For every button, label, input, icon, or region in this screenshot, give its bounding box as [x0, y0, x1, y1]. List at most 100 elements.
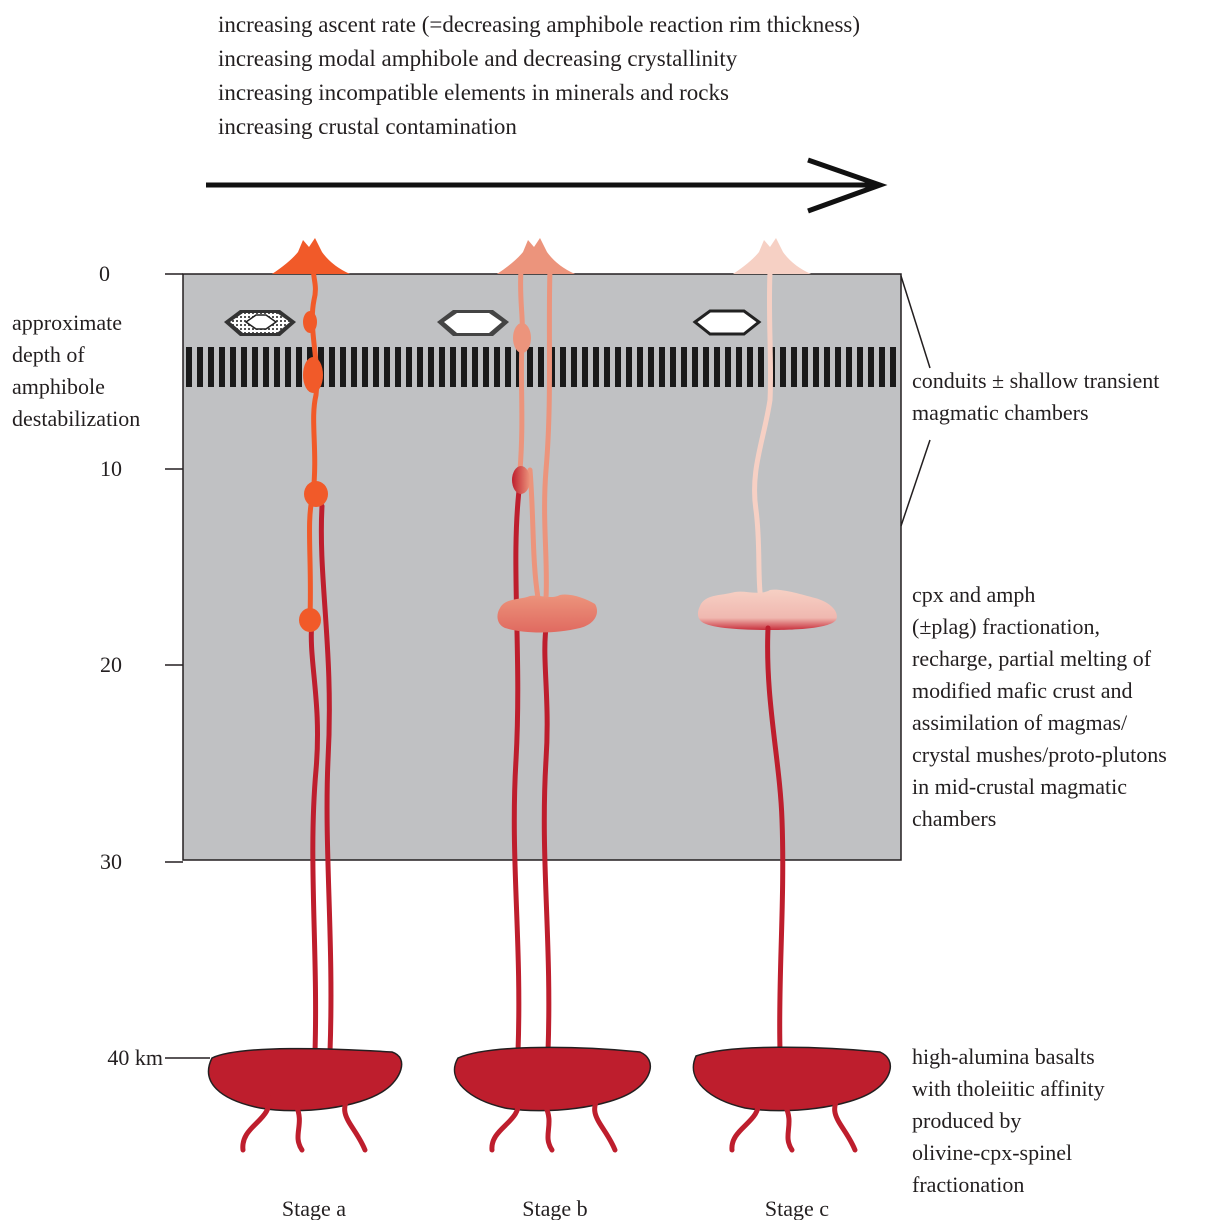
conduits-label-line: conduits ± shallow transient	[912, 368, 1159, 393]
left-label-line: depth of	[12, 342, 85, 367]
depth-tick-label: 20	[100, 652, 122, 677]
band-stripe	[472, 347, 478, 387]
band-stripe	[714, 347, 720, 387]
stage-label: Stage b	[522, 1196, 587, 1220]
band-stripe	[384, 347, 390, 387]
band-stripe	[406, 347, 412, 387]
conduits-label: conduits ± shallow transient magmatic ch…	[912, 368, 1159, 425]
band-stripe	[747, 347, 753, 387]
band-stripe	[736, 347, 742, 387]
band-stripe	[626, 347, 632, 387]
band-stripe	[527, 347, 533, 387]
depth-tick-label: 40 km	[107, 1045, 163, 1070]
band-stripe	[758, 347, 764, 387]
midcrust-label-line: crystal mushes/proto-plutons	[912, 742, 1167, 767]
band-stripe	[857, 347, 863, 387]
volcano-a	[272, 238, 350, 274]
band-stripe	[824, 347, 830, 387]
header-line: increasing incompatible elements in mine…	[218, 80, 729, 105]
band-stripe	[681, 347, 687, 387]
band-stripe	[439, 347, 445, 387]
band-stripe	[362, 347, 368, 387]
band-stripe	[868, 347, 874, 387]
band-stripe	[417, 347, 423, 387]
band-stripe	[835, 347, 841, 387]
band-stripe	[395, 347, 401, 387]
basalts-label-line: fractionation	[912, 1172, 1024, 1197]
stage-label: Stage c	[765, 1196, 829, 1220]
midcrustal-chamber-b	[497, 595, 597, 633]
band-stripe	[186, 347, 192, 387]
band-stripe	[263, 347, 269, 387]
basalts-label: high-alumina basalts with tholeiitic aff…	[912, 1044, 1105, 1197]
band-stripe	[373, 347, 379, 387]
header-text: increasing ascent rate (=decreasing amph…	[218, 12, 860, 139]
band-stripe	[351, 347, 357, 387]
depth-tick-label: 0	[99, 261, 110, 286]
band-stripe	[230, 347, 236, 387]
basalts-label-line: produced by	[912, 1108, 1021, 1133]
band-stripe	[725, 347, 731, 387]
midcrust-label-line: assimilation of magmas/	[912, 710, 1128, 735]
midcrust-label-line: chambers	[912, 806, 996, 831]
band-stripe	[582, 347, 588, 387]
basalts-label-line: olivine-cpx-spinel	[912, 1140, 1072, 1165]
band-stripe	[615, 347, 621, 387]
band-stripe	[604, 347, 610, 387]
band-stripe	[461, 347, 467, 387]
midcrust-label-line: in mid-crustal magmatic	[912, 774, 1127, 799]
basalts-label-line: with tholeiitic affinity	[912, 1076, 1105, 1101]
band-stripe	[703, 347, 709, 387]
band-stripe	[813, 347, 819, 387]
band-stripe	[494, 347, 500, 387]
destabilization-label: approximate depth of amphibole destabili…	[12, 310, 140, 431]
midcrust-label-line: cpx and amph	[912, 582, 1035, 607]
chamber-b-shallow	[513, 323, 531, 353]
band-stripe	[274, 347, 280, 387]
band-stripe	[285, 347, 291, 387]
chamber-b-mid	[512, 466, 530, 494]
band-stripe	[208, 347, 214, 387]
header-line: increasing ascent rate (=decreasing amph…	[218, 12, 860, 37]
left-label-line: amphibole	[12, 374, 105, 399]
deep-reservoir-a	[209, 1049, 402, 1111]
band-stripe	[560, 347, 566, 387]
stage-label: Stage a	[282, 1196, 346, 1220]
deep-reservoir-b	[455, 1047, 651, 1110]
volcano-c	[733, 238, 811, 274]
band-stripe	[791, 347, 797, 387]
basalts-label-line: high-alumina basalts	[912, 1044, 1095, 1069]
band-stripe	[450, 347, 456, 387]
trend-arrow	[206, 160, 880, 211]
left-label-line: destabilization	[12, 406, 140, 431]
band-stripe	[637, 347, 643, 387]
band-stripe	[890, 347, 896, 387]
midcrust-label-line: recharge, partial melting of	[912, 646, 1152, 671]
band-stripe	[802, 347, 808, 387]
band-stripe	[692, 347, 698, 387]
band-stripe	[483, 347, 489, 387]
amphibole-crystal-c	[695, 311, 759, 334]
band-stripe	[879, 347, 885, 387]
band-stripe	[659, 347, 665, 387]
band-stripe	[538, 347, 544, 387]
band-stripe	[329, 347, 335, 387]
deep-reservoir-c	[693, 1047, 890, 1110]
conduits-label-line: magmatic chambers	[912, 400, 1089, 425]
depth-tick-label: 30	[100, 849, 122, 874]
midcrust-label-line: modified mafic crust and	[912, 678, 1133, 703]
midcrust-label: cpx and amph (±plag) fractionation, rech…	[912, 582, 1167, 831]
header-line: increasing modal amphibole and decreasin…	[218, 46, 738, 71]
left-label-line: approximate	[12, 310, 122, 335]
band-stripe	[252, 347, 258, 387]
band-stripe	[428, 347, 434, 387]
band-stripe	[780, 347, 786, 387]
band-stripe	[648, 347, 654, 387]
band-stripe	[593, 347, 599, 387]
band-stripe	[197, 347, 203, 387]
band-stripe	[571, 347, 577, 387]
band-stripe	[846, 347, 852, 387]
band-stripe	[340, 347, 346, 387]
band-stripe	[670, 347, 676, 387]
